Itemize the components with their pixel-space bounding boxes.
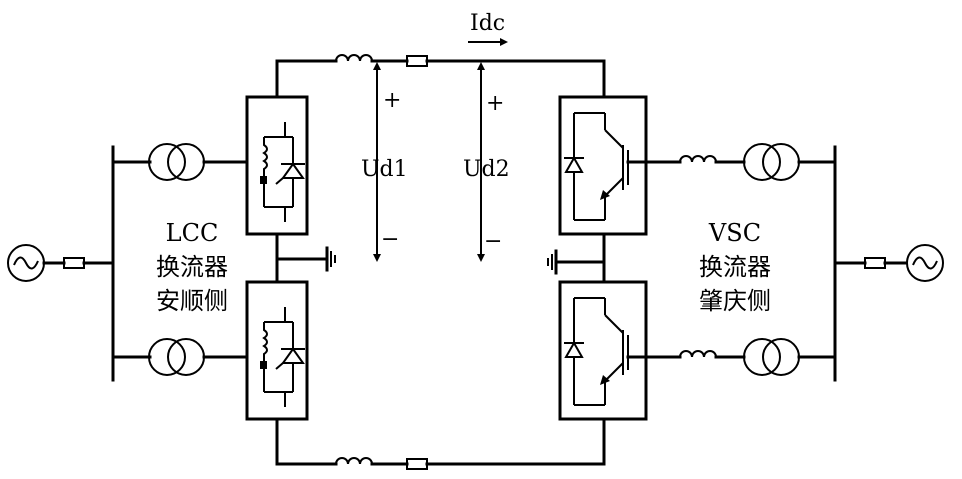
vsc-label-line1: VSC [708, 219, 761, 247]
lcc-label-line1: LCC [166, 219, 219, 247]
dc-negative-line [275, 417, 606, 470]
lcc-upper-valve [245, 95, 309, 236]
vsc-upper-transformer [679, 143, 837, 181]
lcc-upper-transformer [111, 143, 249, 181]
ud1-minus: − [381, 227, 399, 252]
vsc-lower-valve [558, 280, 682, 421]
left-ac-source [7, 244, 115, 282]
ud2-arrow [477, 62, 485, 262]
vsc-lower-transformer [679, 338, 837, 376]
ud2-plus: + [486, 91, 504, 116]
ud2-label: Ud2 [463, 157, 510, 182]
lcc-lower-transformer [111, 338, 249, 376]
idc-label: Idc [470, 11, 505, 36]
lcc-lower-valve [245, 280, 309, 421]
dc-positive-line [275, 54, 606, 99]
ud2-minus: − [484, 229, 502, 254]
ud1-arrow [373, 62, 381, 262]
vsc-label-line2: 换流器 [699, 253, 771, 281]
vsc-label-line3: 肇庆侧 [699, 287, 771, 315]
ud1-plus: + [383, 88, 401, 113]
vsc-label: VSC 换流器 肇庆侧 [699, 219, 771, 315]
lcc-ground [275, 246, 336, 272]
vsc-ground [547, 249, 606, 275]
ud1-label: Ud1 [361, 157, 408, 182]
vsc-upper-valve [558, 95, 682, 236]
idc-arrow [468, 38, 508, 46]
lcc-label-line2: 换流器 [156, 253, 228, 281]
lcc-label-line3: 安顺侧 [156, 287, 228, 315]
right-ac-source [833, 244, 944, 282]
lcc-label: LCC 换流器 安顺侧 [156, 219, 228, 315]
